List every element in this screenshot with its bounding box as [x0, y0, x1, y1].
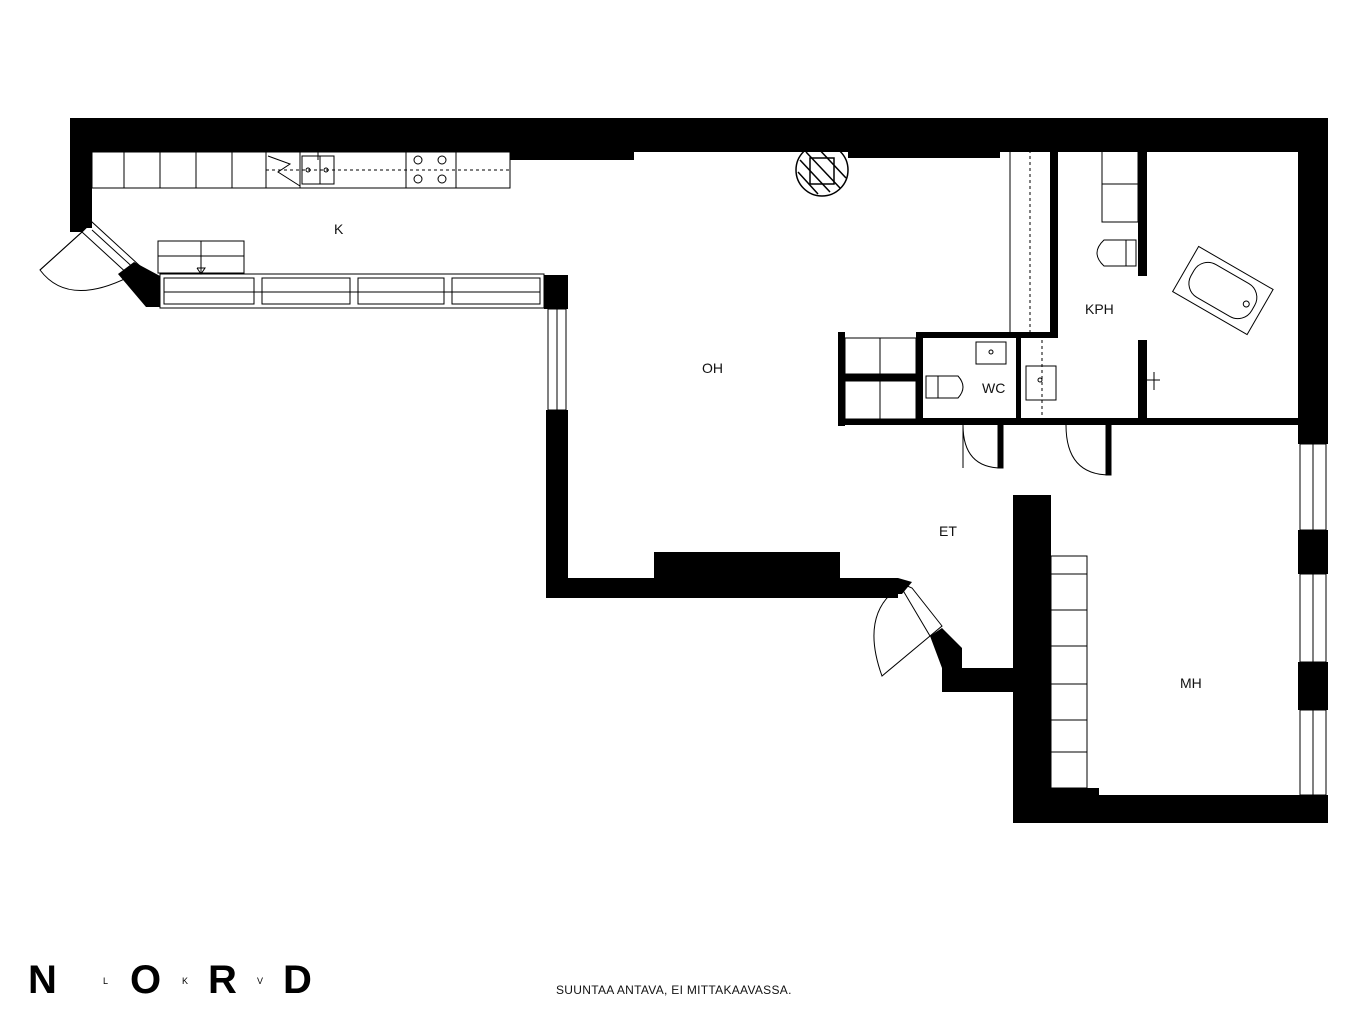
closet-corridor	[1009, 144, 1031, 332]
room-label-et: ET	[939, 523, 957, 539]
logo-letter-k: K	[182, 976, 189, 986]
logo-letter-n: N	[28, 958, 57, 1002]
window-oh-left	[547, 308, 567, 411]
closet-oh	[844, 337, 917, 420]
room-label-oh: OH	[702, 360, 723, 376]
wc-fixtures	[925, 340, 1057, 418]
bathroom-fixtures	[1096, 143, 1274, 390]
room-label-wc: WC	[982, 380, 1005, 396]
room-label-mh: MH	[1180, 675, 1202, 691]
fireplace-icon	[795, 143, 849, 197]
room-label-k: K	[334, 221, 344, 237]
doors	[39, 221, 1112, 677]
kitchen-cabinets	[157, 240, 545, 309]
wardrobe-mh	[1050, 555, 1088, 789]
kitchen-counter	[91, 151, 511, 189]
logo-letter-d: D	[283, 958, 312, 1002]
logo-letter-r: R	[208, 958, 237, 1002]
windows-mh	[1299, 443, 1327, 796]
logo-letter-v: V	[257, 976, 264, 986]
room-label-kph: KPH	[1085, 301, 1114, 317]
interior-walls	[838, 144, 1298, 426]
walls	[70, 118, 1328, 823]
logo-letter-o: O	[130, 958, 162, 1002]
disclaimer-note: SUUNTAA ANTAVA, EI MITTAKAAVASSA.	[556, 983, 792, 997]
logo-letter-l: L	[103, 976, 109, 986]
